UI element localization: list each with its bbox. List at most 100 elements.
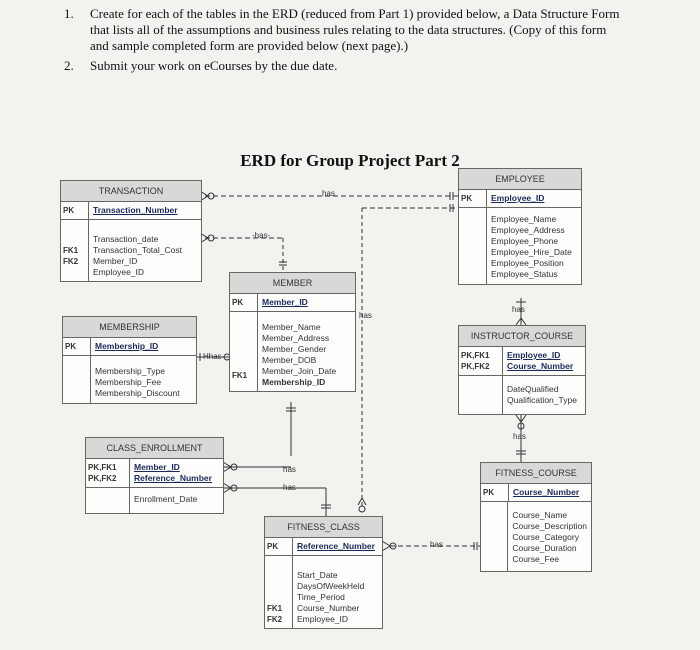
attribute: Employee_ID	[297, 614, 349, 624]
attribute: Member_DOB	[262, 355, 317, 365]
key-label: FK2	[63, 257, 79, 266]
instruction-number: 1.	[64, 6, 74, 21]
attribute: Time_Period	[297, 592, 345, 602]
entity-member: MEMBER PK Member_ID FK1 Member_Name Memb…	[229, 272, 356, 392]
entity-name: FITNESS_COURSE	[481, 463, 591, 484]
primary-key: Reference_Number	[134, 473, 212, 483]
relationship-label: Hhas	[203, 352, 222, 361]
key-label: FK1	[267, 604, 283, 613]
attribute: Member_Join_Date	[262, 366, 337, 376]
entity-transaction: TRANSACTION PK Transaction_Number FK1 FK…	[60, 180, 202, 282]
instruction-item: 1. Create for each of the tables in the …	[64, 6, 624, 54]
key-label: FK2	[267, 615, 283, 624]
relationship-label: has	[512, 305, 525, 314]
attribute: DateQualified	[507, 384, 559, 394]
relationship-label: has	[513, 432, 526, 441]
attribute: Course_Description	[512, 521, 587, 531]
key-label: PK,FK2	[461, 362, 490, 371]
erd-title: ERD for Group Project Part 2	[240, 151, 460, 170]
primary-key: Employee_ID	[507, 350, 561, 360]
key-label	[63, 234, 86, 245]
attribute: Membership_Discount	[95, 388, 180, 398]
attribute: Membership_ID	[262, 377, 326, 387]
key-label: PK	[230, 294, 258, 311]
entity-name: FITNESS_CLASS	[265, 517, 382, 538]
entity-employee: EMPLOYEE PK Employee_ID Employee_Name Em…	[458, 168, 582, 285]
key-label: PK,FK2	[88, 474, 117, 483]
attribute: Member_Address	[262, 333, 330, 343]
primary-key: Course_Number	[507, 361, 574, 371]
entity-instructor-course: INSTRUCTOR_COURSE PK,FK1 PK,FK2 Employee…	[458, 325, 586, 415]
instruction-item: 2. Submit your work on eCourses by the d…	[64, 58, 624, 74]
attribute: Membership_Fee	[95, 377, 162, 387]
attribute: Transaction_Total_Cost	[93, 245, 182, 255]
primary-key: Reference_Number	[297, 541, 375, 551]
key-label	[232, 326, 255, 337]
attribute: Course_Number	[297, 603, 360, 613]
entity-class-enrollment: CLASS_ENROLLMENT PK,FK1 PK,FK2 Member_ID…	[85, 437, 224, 514]
instruction-text: Submit your work on eCourses by the due …	[90, 58, 338, 73]
entity-name: MEMBERSHIP	[63, 317, 196, 338]
key-label	[267, 592, 290, 603]
entity-name: TRANSACTION	[61, 181, 201, 202]
instruction-text: Create for each of the tables in the ERD…	[90, 6, 620, 53]
attribute: Employee_Address	[491, 225, 565, 235]
key-label	[232, 315, 255, 326]
entity-fitness-course: FITNESS_COURSE PK Course_Number Course_N…	[480, 462, 592, 572]
attribute: Employee_ID	[93, 267, 145, 277]
key-label: PK	[265, 538, 293, 555]
key-label: PK	[63, 338, 91, 355]
relationship-label: has	[359, 311, 372, 320]
attribute: Member_Name	[262, 322, 321, 332]
entity-membership: MEMBERSHIP PK Membership_ID Membership_T…	[62, 316, 197, 404]
key-label: PK	[459, 190, 487, 207]
instructions: 1. Create for each of the tables in the …	[64, 6, 624, 74]
key-label	[267, 581, 290, 592]
primary-key: Member_ID	[262, 297, 308, 307]
key-label: FK1	[232, 371, 248, 380]
attribute: Employee_Name	[491, 214, 557, 224]
entity-name: MEMBER	[230, 273, 355, 294]
relationship-label: has	[283, 465, 296, 474]
attribute: Course_Duration	[512, 543, 577, 553]
attribute: Member_Gender	[262, 344, 327, 354]
instruction-number: 2.	[64, 58, 74, 73]
primary-key: Member_ID	[134, 462, 180, 472]
key-label: PK	[61, 202, 89, 219]
primary-key: Employee_ID	[491, 193, 545, 203]
primary-key: Transaction_Number	[93, 205, 178, 215]
entity-fitness-class: FITNESS_CLASS PK Reference_Number FK1 FK…	[264, 516, 383, 629]
attribute: Qualification_Type	[507, 395, 577, 405]
relationship-label: has	[322, 189, 335, 198]
primary-key: Course_Number	[513, 487, 580, 497]
attribute: Start_Date	[297, 570, 338, 580]
attribute: Enrollment_Date	[134, 494, 198, 504]
relationship-label: -has-	[252, 231, 271, 240]
key-label	[232, 359, 255, 370]
attribute: Employee_Hire_Date	[491, 247, 572, 257]
attribute: Course_Fee	[512, 554, 560, 564]
key-label	[232, 348, 255, 359]
attribute: Course_Name	[512, 510, 568, 520]
primary-key: Membership_ID	[95, 341, 159, 351]
attribute: Membership_Type	[95, 366, 165, 376]
attribute: DaysOfWeekHeld	[297, 581, 365, 591]
attribute: Transaction_date	[93, 234, 159, 244]
attribute: Course_Category	[512, 532, 579, 542]
relationship-label: has	[283, 483, 296, 492]
entity-name: CLASS_ENROLLMENT	[86, 438, 223, 459]
attribute: Employee_Phone	[491, 236, 559, 246]
entity-name: EMPLOYEE	[459, 169, 581, 190]
key-label: PK,FK1	[88, 463, 117, 472]
key-label	[267, 570, 290, 581]
key-label: PK	[481, 484, 509, 501]
attribute: Member_ID	[93, 256, 138, 266]
key-label: FK1	[63, 246, 79, 255]
key-label: PK,FK1	[461, 351, 490, 360]
key-label	[232, 337, 255, 348]
entity-name: INSTRUCTOR_COURSE	[459, 326, 585, 347]
relationship-label: has	[430, 540, 443, 549]
key-label	[63, 223, 86, 234]
attribute: Employee_Position	[491, 258, 564, 268]
attribute: Employee_Status	[491, 269, 558, 279]
